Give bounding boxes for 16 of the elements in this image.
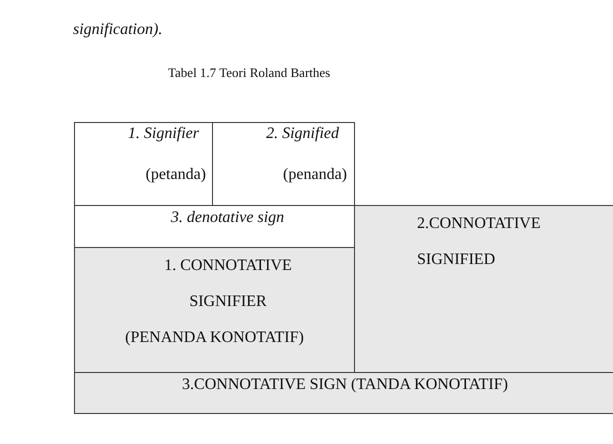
cell-text: 3.CONNOTATIVE SIGN (TANDA KONOTATIF) xyxy=(181,375,509,394)
cell-text: (penanda) xyxy=(283,165,347,184)
cell-text: 2.CONNOTATIVE SIGNIFIED xyxy=(417,214,542,270)
cell-text: (PENANDA KONOTATIF) xyxy=(124,328,305,347)
table-cell xyxy=(74,247,355,373)
cell-text: 1. Signifier xyxy=(128,124,199,143)
cell-text: 3. denotative sign xyxy=(170,208,286,227)
cell-text: 1. CONNOTATIVE SIGNIFIER xyxy=(163,256,293,312)
paragraph-text: signification). xyxy=(73,20,162,39)
table-cell xyxy=(212,122,355,206)
table-caption: Tabel 1.7 Teori Roland Barthes xyxy=(168,65,330,81)
table-cell xyxy=(74,372,613,414)
table-cell xyxy=(354,205,613,373)
cell-text: (petanda) xyxy=(146,165,206,184)
table-cell xyxy=(74,122,213,206)
cell-text: 2. Signified xyxy=(266,124,339,143)
